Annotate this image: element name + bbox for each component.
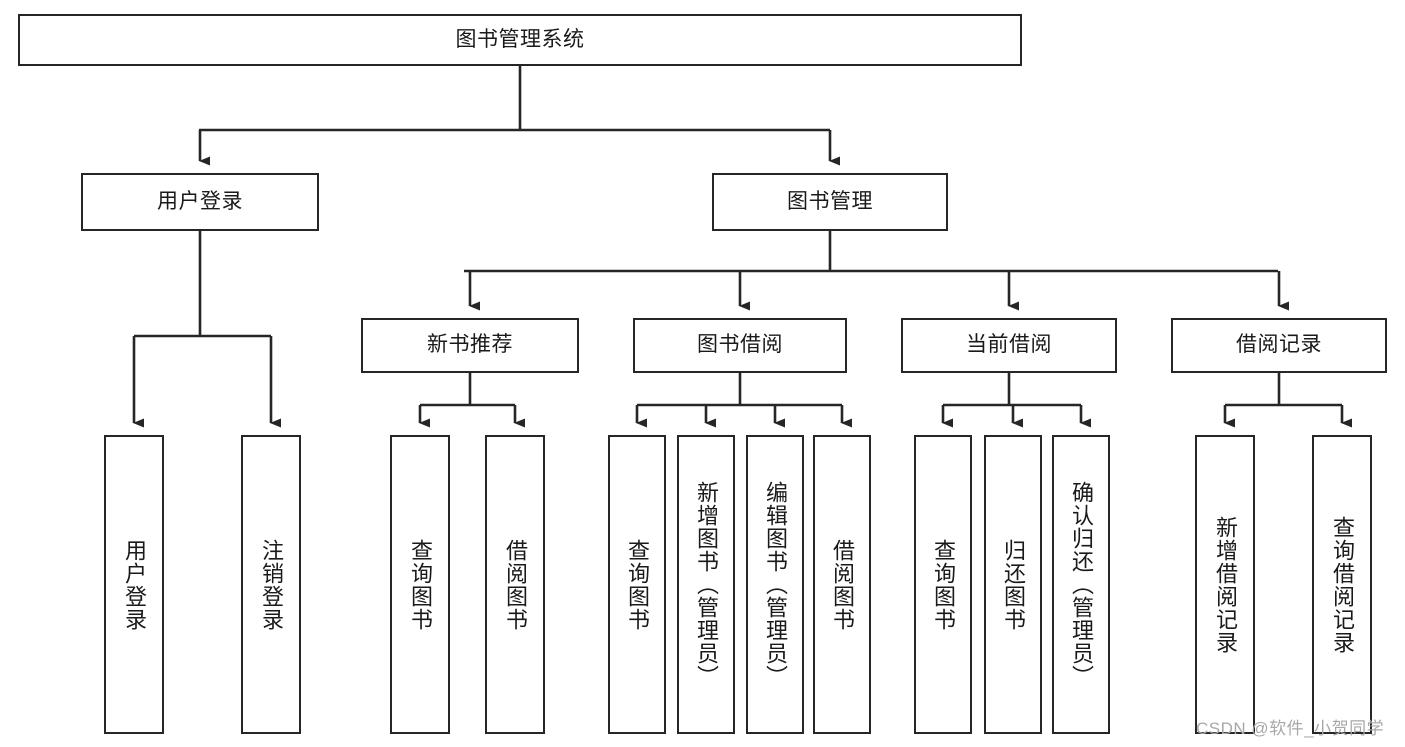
node-label: 借阅记录	[1236, 333, 1322, 357]
node-label: 新增图书（管理员）	[693, 481, 719, 688]
node-leaf-query-record[interactable]: 查询借阅记录	[1312, 435, 1372, 734]
node-leaf-user-login[interactable]: 用户登录	[104, 435, 164, 734]
node-leaf-return-book[interactable]: 归还图书	[984, 435, 1042, 734]
node-leaf-add-book[interactable]: 新增图书（管理员）	[677, 435, 735, 734]
node-label: 当前借阅	[966, 333, 1052, 357]
node-leaf-logout[interactable]: 注销登录	[241, 435, 301, 734]
node-label: 图书管理系统	[455, 27, 585, 51]
node-label: 图书借阅	[697, 333, 783, 357]
node-leaf-edit-book[interactable]: 编辑图书（管理员）	[746, 435, 804, 734]
node-book-borrow[interactable]: 图书借阅	[633, 318, 847, 373]
node-leaf-borrow-book-1[interactable]: 借阅图书	[485, 435, 545, 734]
node-label: 用户登录	[121, 538, 147, 631]
node-label: 图书管理	[787, 189, 873, 213]
node-label: 新增借阅记录	[1212, 515, 1238, 654]
node-label: 查询图书	[407, 538, 433, 631]
node-label: 归还图书	[1000, 538, 1026, 631]
node-label: 确认归还（管理员）	[1068, 481, 1094, 688]
node-label: 借阅图书	[829, 538, 855, 631]
node-leaf-add-record[interactable]: 新增借阅记录	[1195, 435, 1255, 734]
node-root[interactable]: 图书管理系统	[18, 14, 1022, 66]
node-label: 借阅图书	[502, 538, 528, 631]
node-current-borrow[interactable]: 当前借阅	[901, 318, 1117, 373]
node-leaf-confirm-return[interactable]: 确认归还（管理员）	[1052, 435, 1110, 734]
node-new-book-rec[interactable]: 新书推荐	[361, 318, 579, 373]
node-leaf-borrow-book-2[interactable]: 借阅图书	[813, 435, 871, 734]
node-book-mgmt[interactable]: 图书管理	[712, 173, 948, 231]
node-label: 查询图书	[930, 538, 956, 631]
node-leaf-query-book-3[interactable]: 查询图书	[914, 435, 972, 734]
node-user-login[interactable]: 用户登录	[81, 173, 319, 231]
node-leaf-query-book-1[interactable]: 查询图书	[390, 435, 450, 734]
node-label: 注销登录	[258, 538, 284, 631]
node-label: 编辑图书（管理员）	[762, 481, 788, 688]
node-label: 查询图书	[624, 538, 650, 631]
node-borrow-record[interactable]: 借阅记录	[1171, 318, 1387, 373]
node-leaf-query-book-2[interactable]: 查询图书	[608, 435, 666, 734]
node-label: 新书推荐	[427, 333, 513, 357]
node-label: 用户登录	[157, 189, 243, 213]
node-label: 查询借阅记录	[1329, 515, 1355, 654]
